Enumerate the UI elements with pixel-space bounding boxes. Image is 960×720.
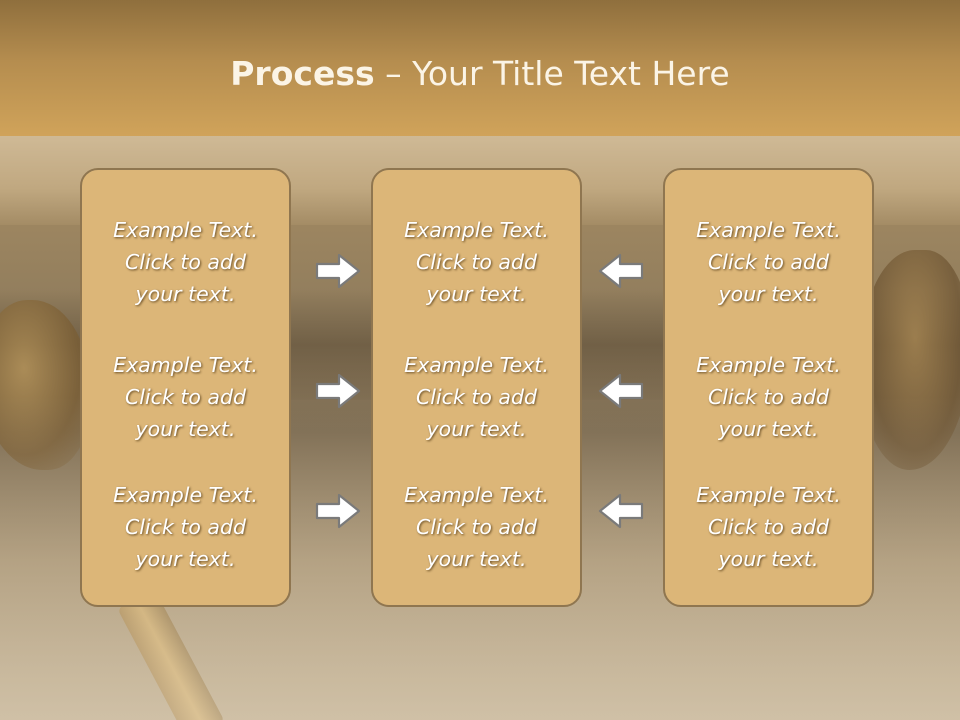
text-line: Click to add	[124, 515, 247, 539]
arrow-left-icon	[598, 373, 644, 409]
title-rest: – Your Title Text Here	[374, 54, 730, 93]
text-block[interactable]: Example Text. Click to add your text.	[665, 214, 872, 310]
text-line: Click to add	[415, 250, 538, 274]
text-line: Example Text.	[404, 218, 549, 242]
text-line: Click to add	[124, 385, 247, 409]
text-line: Example Text.	[696, 483, 841, 507]
text-line: Example Text.	[696, 353, 841, 377]
text-line: Click to add	[707, 250, 830, 274]
arrow-right-icon	[315, 373, 361, 409]
text-line: your text.	[426, 282, 527, 306]
text-line: Example Text.	[113, 353, 258, 377]
text-line: Example Text.	[696, 218, 841, 242]
text-line: your text.	[426, 547, 527, 571]
background-statue-right	[860, 250, 960, 470]
text-line: your text.	[718, 417, 819, 441]
text-block[interactable]: Example Text. Click to add your text.	[82, 349, 289, 445]
background-statue-left	[0, 300, 90, 470]
slide-title[interactable]: Process – Your Title Text Here	[0, 52, 960, 96]
text-line: Example Text.	[113, 218, 258, 242]
text-box-right[interactable]: Example Text. Click to add your text. Ex…	[663, 168, 874, 607]
text-line: your text.	[718, 282, 819, 306]
text-block[interactable]: Example Text. Click to add your text.	[665, 349, 872, 445]
text-block[interactable]: Example Text. Click to add your text.	[665, 479, 872, 575]
text-block[interactable]: Example Text. Click to add your text.	[373, 214, 580, 310]
text-line: Example Text.	[113, 483, 258, 507]
text-line: Example Text.	[404, 353, 549, 377]
title-bold: Process	[230, 54, 375, 93]
text-line: your text.	[426, 417, 527, 441]
text-line: Click to add	[124, 250, 247, 274]
arrow-right-icon	[315, 493, 361, 529]
text-line: your text.	[718, 547, 819, 571]
text-box-left[interactable]: Example Text. Click to add your text. Ex…	[80, 168, 291, 607]
text-block[interactable]: Example Text. Click to add your text.	[82, 479, 289, 575]
arrow-right-icon	[315, 253, 361, 289]
text-block[interactable]: Example Text. Click to add your text.	[373, 479, 580, 575]
text-line: your text.	[135, 417, 236, 441]
text-block[interactable]: Example Text. Click to add your text.	[373, 349, 580, 445]
text-line: Click to add	[707, 385, 830, 409]
text-block[interactable]: Example Text. Click to add your text.	[82, 214, 289, 310]
text-line: your text.	[135, 282, 236, 306]
arrow-left-icon	[598, 493, 644, 529]
arrow-left-icon	[598, 253, 644, 289]
text-line: Click to add	[415, 385, 538, 409]
text-line: Example Text.	[404, 483, 549, 507]
text-line: Click to add	[707, 515, 830, 539]
text-line: Click to add	[415, 515, 538, 539]
text-box-center[interactable]: Example Text. Click to add your text. Ex…	[371, 168, 582, 607]
text-line: your text.	[135, 547, 236, 571]
title-bar: Process – Your Title Text Here	[0, 0, 960, 136]
